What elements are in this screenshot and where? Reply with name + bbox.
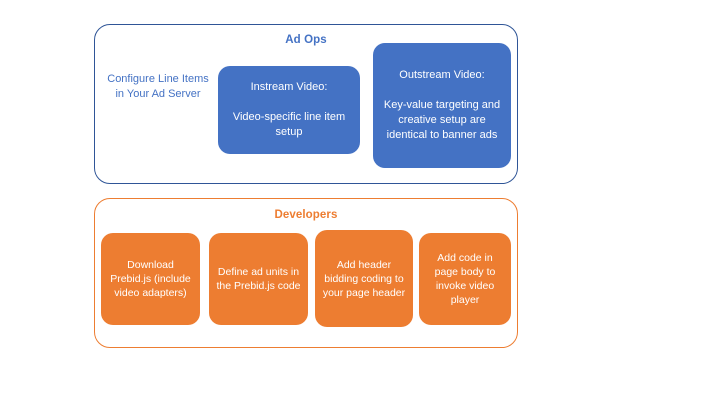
box-instream-video[interactable]: Instream Video: Video-specific line item… (218, 66, 360, 154)
box-add-page-body-code[interactable]: Add code in page body to invoke video pl… (419, 233, 511, 325)
box-instream-video-heading: Instream Video: (250, 81, 328, 93)
box-add-header-bidding-code[interactable]: Add header bidding coding to your page h… (315, 230, 413, 327)
box-outstream-video-heading: Outstream Video: (399, 69, 485, 81)
label-configure-line-items: Configure Line Items in Your Ad Server (107, 73, 209, 100)
group-title-developers: Developers (274, 209, 338, 221)
box-download-prebid[interactable]: Download Prebid.js (include video adapte… (101, 233, 200, 325)
group-title-ad-ops: Ad Ops (285, 34, 327, 46)
box-outstream-video[interactable]: Outstream Video: Key-value targeting and… (373, 43, 511, 168)
box-define-ad-units[interactable]: Define ad units in the Prebid.js code (209, 233, 308, 325)
box-instream-video-body: Video-specific line item setup (232, 111, 346, 138)
box-outstream-video-body: Key-value targeting and creative setup a… (383, 99, 501, 141)
